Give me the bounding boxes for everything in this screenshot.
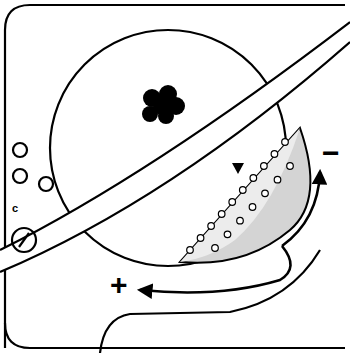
- band-edge: [0, 22, 350, 250]
- pointer: [232, 163, 244, 174]
- button: [13, 169, 27, 183]
- rotate-arrow: [282, 172, 320, 246]
- steam-icon: [142, 85, 185, 124]
- power-button: [12, 228, 36, 252]
- button-letter: c: [12, 203, 18, 214]
- frame: [5, 323, 345, 348]
- button: [13, 143, 27, 157]
- power-button: [19, 233, 29, 247]
- housing: [100, 250, 320, 353]
- rotate-arrow: [140, 246, 291, 292]
- plus-sign: +: [110, 270, 128, 300]
- minus-sign: −: [322, 138, 340, 168]
- band-edge: [0, 42, 350, 272]
- button: [39, 177, 53, 191]
